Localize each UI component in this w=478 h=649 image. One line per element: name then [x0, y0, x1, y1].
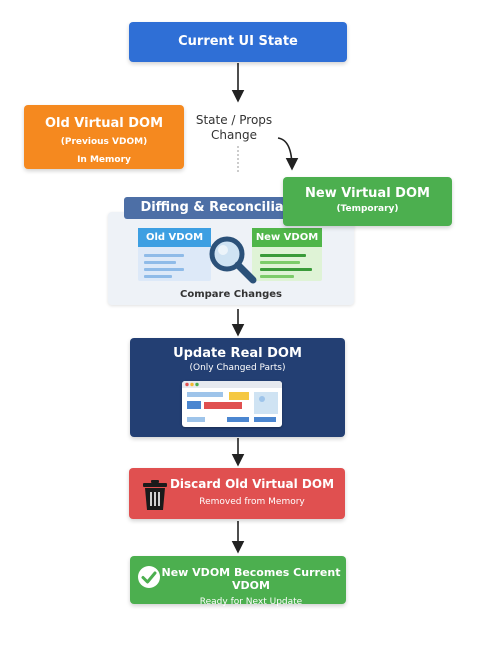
new-card-line: [260, 261, 300, 264]
new-virtual-dom-box: New Virtual DOM (Temporary): [283, 177, 452, 226]
old-vdom-card-label: Old VDOM: [138, 228, 211, 247]
state-props-line1: State / Props: [195, 113, 273, 127]
final-title: New VDOM Becomes Current VDOM: [161, 566, 341, 592]
magnifier-icon: [209, 236, 257, 284]
new-vdom-subtitle: (Temporary): [336, 204, 399, 214]
discard-old-vdom-subtitle: Removed from Memory: [199, 497, 305, 507]
old-virtual-dom-box: Old Virtual DOM (Previous VDOM) In Memor…: [24, 105, 184, 169]
new-vdom-card-label: New VDOM: [252, 228, 322, 247]
update-real-dom-title: Update Real DOM: [173, 346, 302, 361]
old-vdom-card: Old VDOM: [138, 228, 211, 281]
browser-window-icon: [182, 381, 282, 427]
trash-icon: [143, 480, 167, 510]
new-vdom-card: New VDOM: [252, 228, 322, 281]
arrow-to-new-vdom: [277, 137, 299, 171]
diffing-reconciliation-header: Diffing & Reconciliation: [124, 197, 329, 219]
discard-old-vdom-box: Discard Old Virtual DOM Removed from Mem…: [129, 468, 345, 519]
old-vdom-line1: (Previous VDOM): [60, 137, 148, 147]
old-card-line: [144, 275, 172, 278]
state-props-line2: Change: [211, 128, 257, 142]
old-vdom-line2: In Memory: [77, 155, 131, 165]
old-card-line: [144, 268, 184, 271]
current-ui-state-box: Current UI State: [129, 22, 347, 62]
final-subtitle: Ready for Next Update: [199, 597, 303, 607]
new-card-line: [260, 254, 306, 257]
new-card-line: [260, 268, 312, 271]
old-vdom-title: Old Virtual DOM: [44, 116, 164, 131]
new-card-line: [260, 275, 294, 278]
old-card-line: [144, 261, 176, 264]
compare-changes-label: Compare Changes: [180, 289, 282, 300]
new-vdom-title: New Virtual DOM: [305, 186, 430, 201]
new-vdom-becomes-current-box: New VDOM Becomes Current VDOM Ready for …: [130, 556, 346, 607]
update-real-dom-subtitle: (Only Changed Parts): [189, 363, 286, 373]
current-ui-state-title: Current UI State: [178, 34, 298, 49]
check-circle-icon: [138, 566, 160, 588]
old-card-line: [144, 254, 184, 257]
state-props-change-label: State / Props Change: [190, 113, 278, 143]
discard-old-vdom-title: Discard Old Virtual DOM: [169, 477, 335, 491]
